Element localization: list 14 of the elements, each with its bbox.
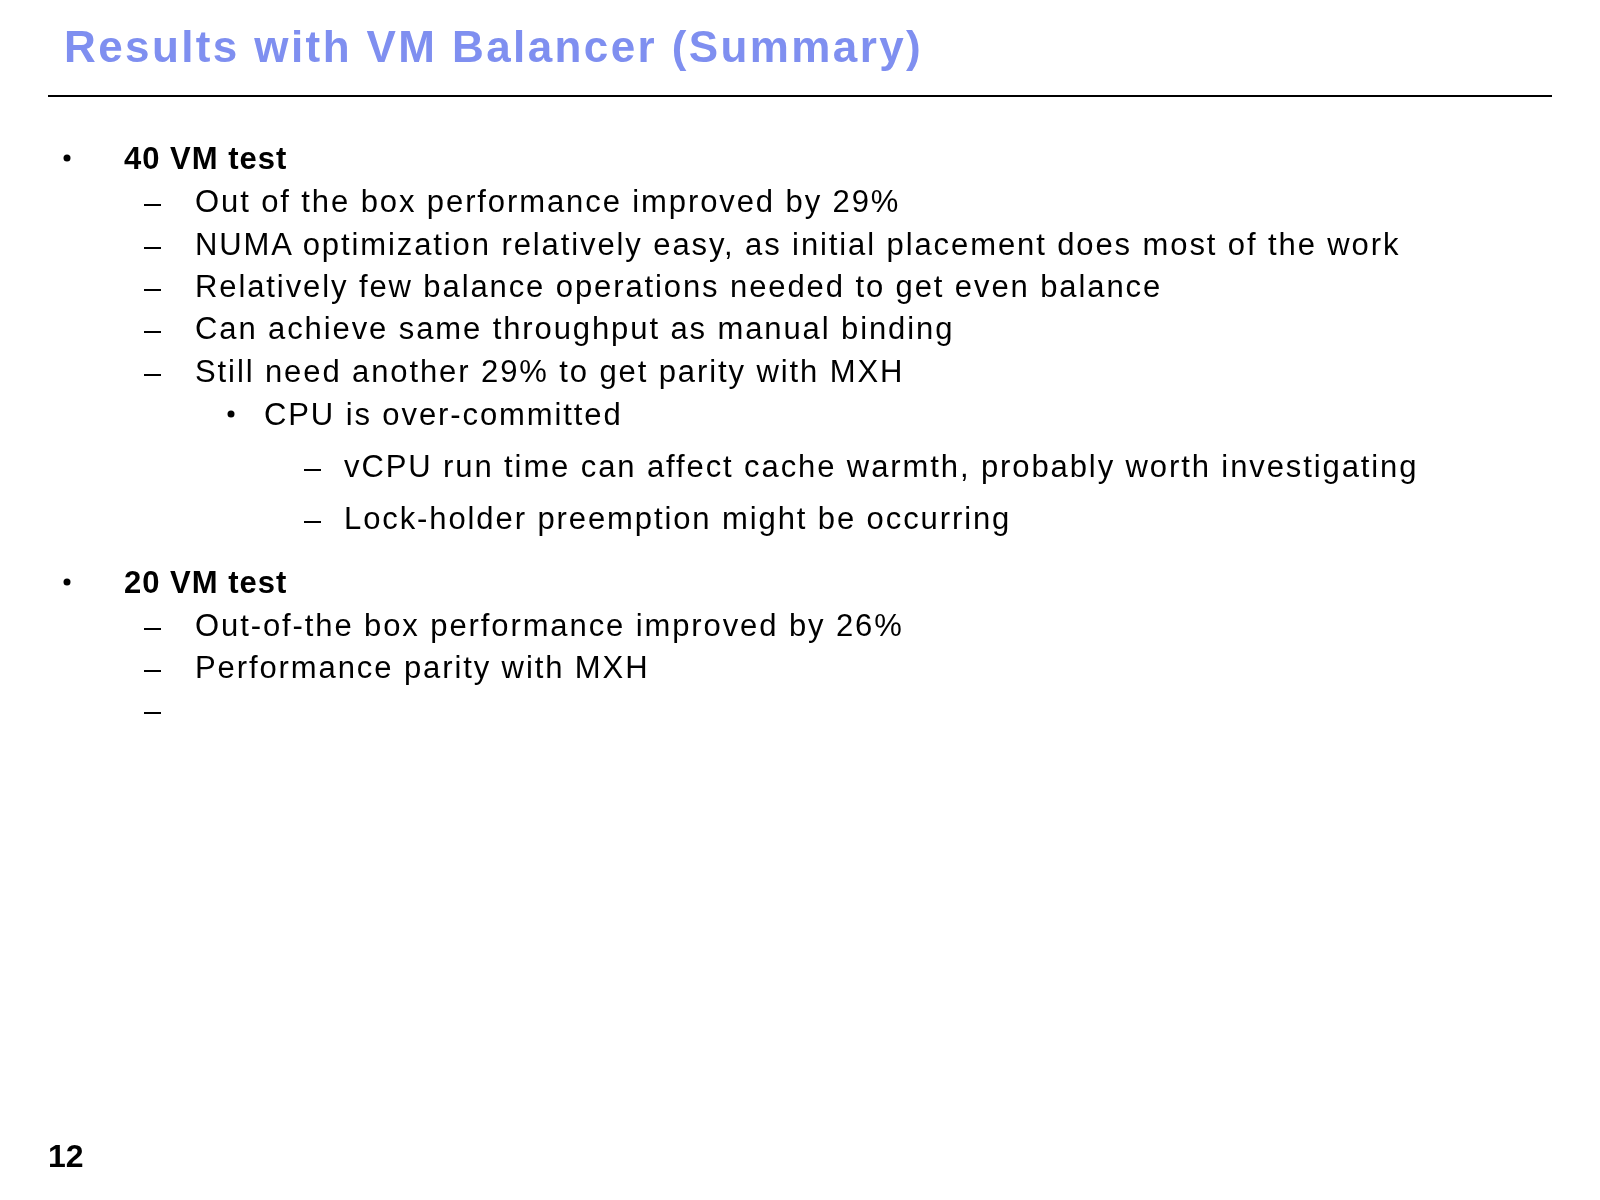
page-number: 12 xyxy=(48,1137,84,1175)
bullet-text: CPU is over-committed xyxy=(264,397,623,434)
slide-title: Results with VM Balancer (Summary) xyxy=(64,22,924,73)
bullet-text: Performance parity with MXH xyxy=(195,650,650,687)
section-heading: 20 VM test xyxy=(124,565,288,602)
bullet-text: Lock-holder preemption might be occurring xyxy=(344,501,1012,538)
bullet-text: Out-of-the box performance improved by 26% xyxy=(195,608,904,645)
bullet-text: NUMA optimization relatively easy, as initial placement does most of the work xyxy=(195,227,1401,264)
bullet-text: Relatively few balance operations needed to get even balance xyxy=(195,269,1163,306)
bullet-text: Out of the box performance improved by 29% xyxy=(195,184,901,221)
bullet-text: Still need another 29% to get parity with MXH xyxy=(195,354,905,391)
bullet-text: vCPU run time can affect cache warmth, probably worth investigating xyxy=(344,449,1419,486)
bullet-text: Can achieve same throughput as manual binding xyxy=(195,311,955,348)
section-heading: 40 VM test xyxy=(124,141,288,178)
